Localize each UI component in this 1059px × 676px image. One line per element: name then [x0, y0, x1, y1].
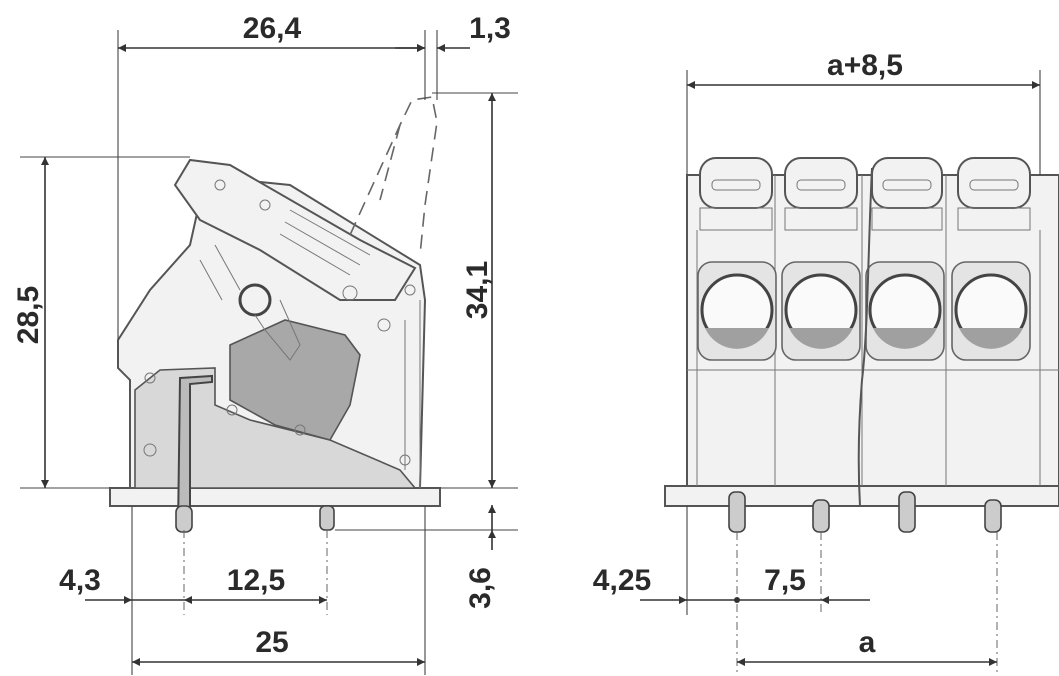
dim-height-total: 34,1	[461, 261, 494, 319]
dim-top-width: 26,4	[243, 12, 302, 45]
side-base-plate	[109, 487, 441, 507]
side-lever-ribs	[199, 209, 421, 488]
front-wire-entries	[697, 261, 1031, 361]
side-clamp-spring	[229, 319, 361, 441]
front-dimension-lines	[640, 70, 1041, 666]
dim-pin-pitch-side: 12,5	[227, 564, 285, 597]
dim-base-width: 25	[255, 626, 288, 659]
front-dividers	[687, 175, 1059, 486]
dim-height-left: 28,5	[12, 286, 45, 344]
side-lever	[173, 158, 417, 301]
dim-pin-length: 3,6	[464, 567, 497, 609]
front-wire	[857, 167, 873, 507]
dim-front-offset: 4,25	[593, 564, 651, 597]
side-view	[109, 96, 441, 615]
dim-front-width: a+8,5	[827, 49, 903, 82]
side-pin-right	[319, 505, 335, 531]
dim-pin-offset: 4,3	[59, 564, 101, 597]
side-lower-block	[134, 367, 417, 489]
side-dimension-lines	[41, 44, 496, 666]
front-pins	[728, 491, 1002, 533]
front-view	[664, 157, 1059, 675]
front-levers	[699, 157, 1031, 231]
dim-offset: 1,3	[469, 12, 511, 45]
side-pin-left	[175, 505, 193, 533]
dim-front-a: a	[859, 626, 876, 659]
dim-front-pitch: 7,5	[764, 564, 806, 597]
